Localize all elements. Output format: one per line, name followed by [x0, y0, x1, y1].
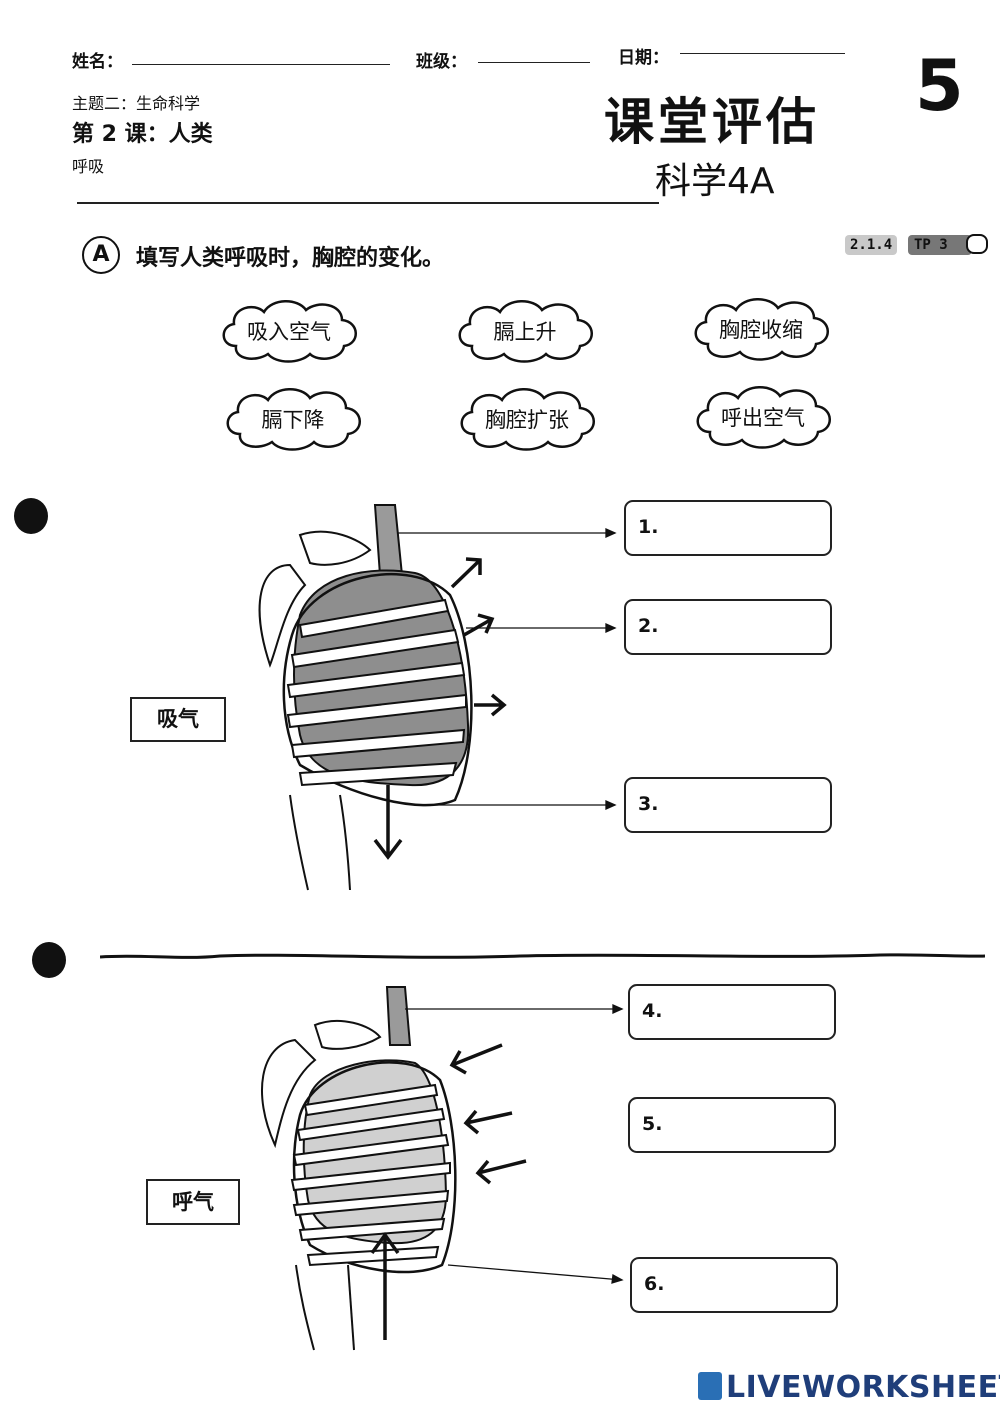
cloud-shape-icon [226, 388, 361, 451]
word-cloud-1[interactable]: 吸入空气 [214, 296, 364, 366]
cloud-shape-icon [694, 298, 829, 361]
liveworksheets-logo-icon [698, 1372, 722, 1400]
word-cloud-2-text: 膈上升 [493, 320, 557, 344]
word-cloud-6-text: 呼出空气 [721, 406, 805, 430]
name-field-line[interactable] [132, 64, 390, 65]
cloud-shape-icon [696, 386, 831, 449]
answer-box-5-number: 5. [642, 1113, 663, 1135]
answer-box-2-number: 2. [638, 615, 659, 637]
answer-box-5[interactable]: 5. [628, 1097, 836, 1153]
cloud-shape-icon [222, 300, 357, 363]
section-letter-badge: A [82, 236, 120, 274]
inhale-ribcage-diagram [258, 504, 617, 891]
subtopic-text: 呼吸 [72, 157, 105, 176]
answer-box-6[interactable]: 6. [630, 1257, 838, 1313]
word-cloud-5-text: 胸腔扩张 [485, 408, 569, 432]
cloud-shape-icon [458, 300, 593, 363]
word-cloud-6[interactable]: 呼出空气 [688, 382, 838, 452]
answer-box-3-number: 3. [638, 793, 659, 815]
curriculum-code-badge: 2.1.4 [845, 235, 898, 255]
unit-number: 5 [915, 45, 964, 127]
section-divider-line [100, 953, 985, 959]
word-cloud-4[interactable]: 膈下降 [218, 384, 368, 454]
binder-hole-top [14, 498, 48, 534]
exhale-label-box: 呼气 [146, 1179, 240, 1225]
header-divider [77, 202, 659, 204]
word-cloud-2[interactable]: 膈上升 [450, 296, 600, 366]
answer-box-1-number: 1. [638, 516, 659, 538]
name-label: 姓名： [72, 52, 123, 72]
word-cloud-3-text: 胸腔收缩 [719, 318, 803, 342]
word-cloud-3[interactable]: 胸腔收缩 [686, 294, 836, 364]
question-text: 填写人类呼吸时，胸腔的变化。 [136, 246, 445, 271]
topic-text: 主题二：生命科学 [72, 94, 201, 113]
date-label: 日期： [618, 48, 669, 68]
answer-box-4[interactable]: 4. [628, 984, 836, 1040]
tp-level-badge: TP 3 [908, 235, 972, 255]
word-cloud-5[interactable]: 胸腔扩张 [452, 384, 602, 454]
word-cloud-1-text: 吸入空气 [247, 320, 331, 344]
class-label: 班级： [416, 52, 467, 72]
answer-box-6-number: 6. [644, 1273, 665, 1295]
class-field-line[interactable] [478, 62, 590, 63]
answer-box-2[interactable]: 2. [624, 599, 832, 655]
answer-box-3[interactable]: 3. [624, 777, 832, 833]
inhale-label-box: 吸气 [130, 697, 226, 742]
word-cloud-4-text: 膈下降 [261, 408, 325, 432]
cloud-shape-icon [460, 388, 595, 451]
subject-title: 科学4A [655, 161, 775, 202]
date-field-line[interactable] [680, 53, 845, 54]
lesson-title: 第 2 课：人类 [72, 122, 213, 147]
exhale-ribcage-diagram [261, 986, 624, 1351]
page-title: 课堂评估 [604, 93, 820, 151]
answer-box-1[interactable]: 1. [624, 500, 832, 556]
binder-hole-bottom [32, 942, 66, 978]
tp-level-pill-icon [966, 234, 988, 254]
liveworksheets-brand: LIVEWORKSHEETS [726, 1370, 1000, 1405]
answer-box-4-number: 4. [642, 1000, 663, 1022]
